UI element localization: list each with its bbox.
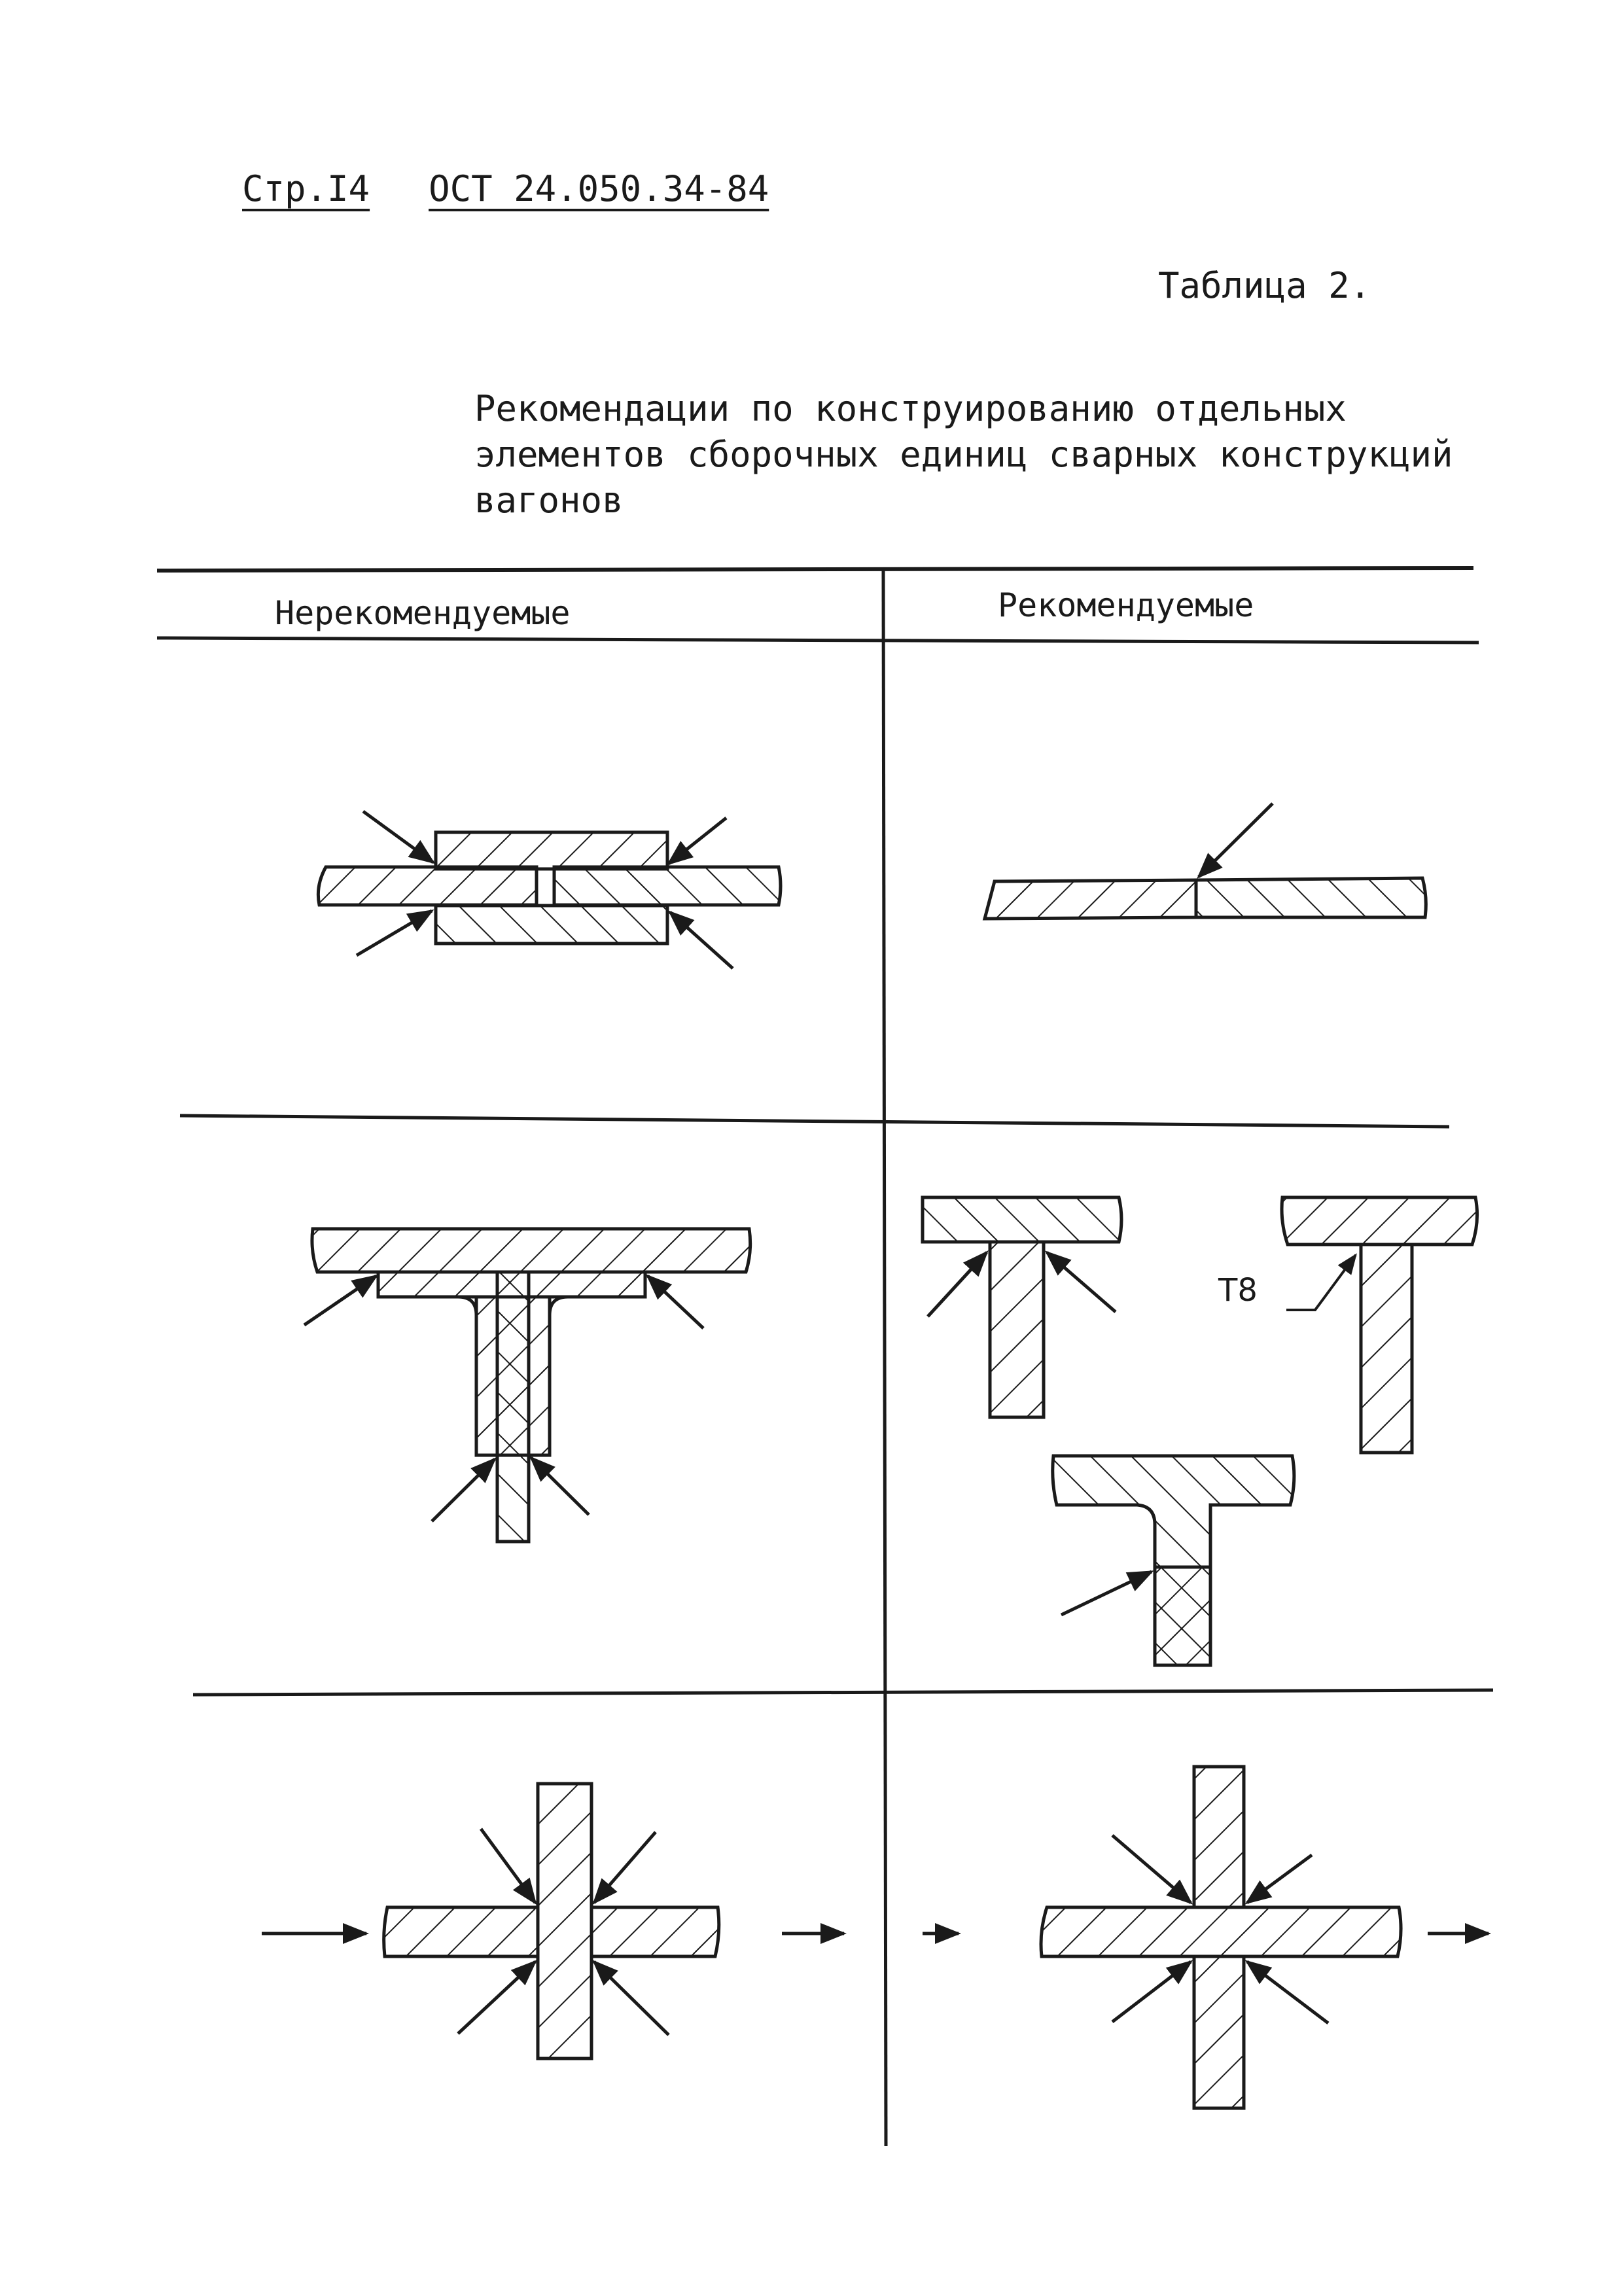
drawing-t-joint-recommended-b [1280,1195,1479,1455]
drawing-cross-joint-not-recommended [262,1782,847,2060]
drawing-t-joint-recommended-c [1051,1454,1296,1667]
drawing-t-joint-recommended-a [921,1195,1123,1419]
column-header-recommended: Рекомендуемые [998,586,1254,624]
page-header: Стр.I4 ОСТ 24.050.34-84 [242,171,769,207]
table-title: Рекомендации по конструированию отдельны… [474,386,1453,523]
page-number: Стр.I4 [242,168,370,209]
drawing-butt-joint-recommended [982,802,1428,921]
row-2-bottom-line [192,1688,1494,1697]
title-line-2: элементов сборочных единиц сварных конст… [474,434,1453,475]
standard-code: ОСТ 24.050.34-84 [429,168,769,209]
table-label: Таблица 2. [1158,265,1371,306]
drawing-lap-joint-not-recommended [316,809,783,970]
title-line-3: вагонов [474,480,624,521]
weld-mark-label: Т8 [1218,1272,1258,1309]
table-top-line [156,566,1474,573]
column-header-not-recommended: Нерекомендуемые [275,594,571,632]
row-1-bottom-line [179,1114,1450,1129]
column-divider [881,570,888,2147]
drawing-cross-joint-recommended [923,1765,1491,2110]
title-line-1: Рекомендации по конструированию отдельны… [474,388,1347,429]
drawing-t-joint-not-recommended [303,1227,752,1544]
header-bottom-line [156,636,1479,645]
